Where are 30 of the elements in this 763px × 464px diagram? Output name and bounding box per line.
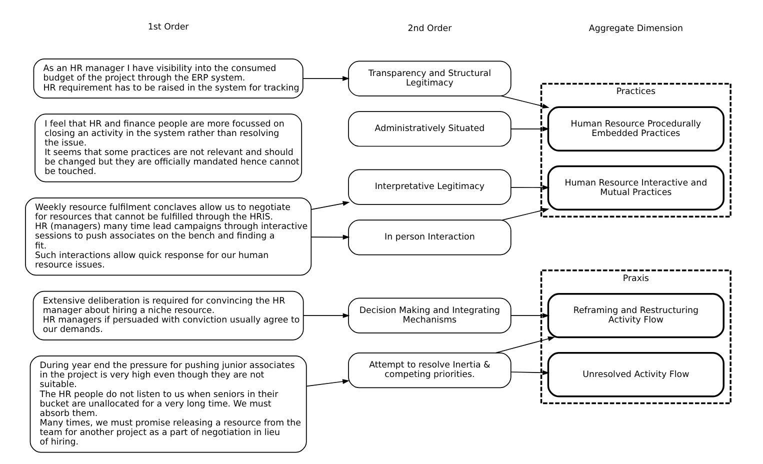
node-box: Transparency and Structural Legitimacy — [348, 60, 512, 96]
arrow — [510, 313, 550, 318]
node-box: In person Interaction — [348, 220, 512, 256]
node-box: Interpretative Legitimacy — [348, 169, 512, 205]
label: 1st Order — [148, 22, 189, 32]
arrow — [495, 336, 555, 354]
arrow — [502, 208, 550, 220]
node-box: Decision Making and Integrating Mechanisms — [348, 298, 512, 334]
node-box: Weekly resource fulfilment conclaves allow us to negotiate for resources that cannot be fulfilled through the HRIS. HR (managers) many time lead campaigns through interactive sessions to push associates on the bench and finding a fit. Such interactions allow quick response for our human resource issues. — [25, 197, 312, 276]
node-box: I feel that HR and finance people are more focussed on closing an activity in the system rather than resolving the issue. It seems that some practices are not relevant and should be changed but they are officially mandated hence cannot be touched. — [34, 114, 302, 182]
node-box: Unresolved Activity Flow — [547, 352, 724, 398]
node-box: During year end the pressure for pushing junior associates in the project is very high even though they are not suitable. The HR people do not listen to us when seniors in their bucket are unallocated for a very long time. We must absorb them. Many times, we must promise releasing a resource from the team for another project as a part of negotiation in lieu of hiring. — [30, 356, 307, 453]
arrow — [510, 370, 550, 376]
node-box: As an HR manager I have visibility into the consumed budget of the project through the ERP system. HR requirement has to be raised in the system for tracking — [33, 58, 304, 98]
node-box: Administratively Situated — [348, 111, 512, 147]
arrow — [510, 185, 550, 190]
label: 2nd Order — [408, 24, 452, 34]
node-box: Human Resource Procedurally Embedded Practices — [547, 106, 724, 152]
arrow — [306, 379, 350, 387]
label: Aggregate Dimension — [588, 24, 683, 34]
node-box: Human Resource Interactive and Mutual Practices — [547, 165, 724, 210]
arrow — [302, 76, 350, 81]
node-box: Extensive deliberation is required for convincing the HR manager about hiring a niche resource. HR managers if persuaded with conviction usually agree to our demands. — [32, 290, 304, 340]
arrow — [510, 126, 550, 132]
arrow — [500, 95, 550, 108]
arrow — [311, 234, 350, 240]
arrow — [303, 313, 350, 318]
arrow — [311, 201, 350, 210]
node-box: Attempt to resolve Inertia & competing priorities. — [348, 352, 512, 388]
node-box: Reframing and Restructuring Activity Flow — [547, 293, 724, 338]
